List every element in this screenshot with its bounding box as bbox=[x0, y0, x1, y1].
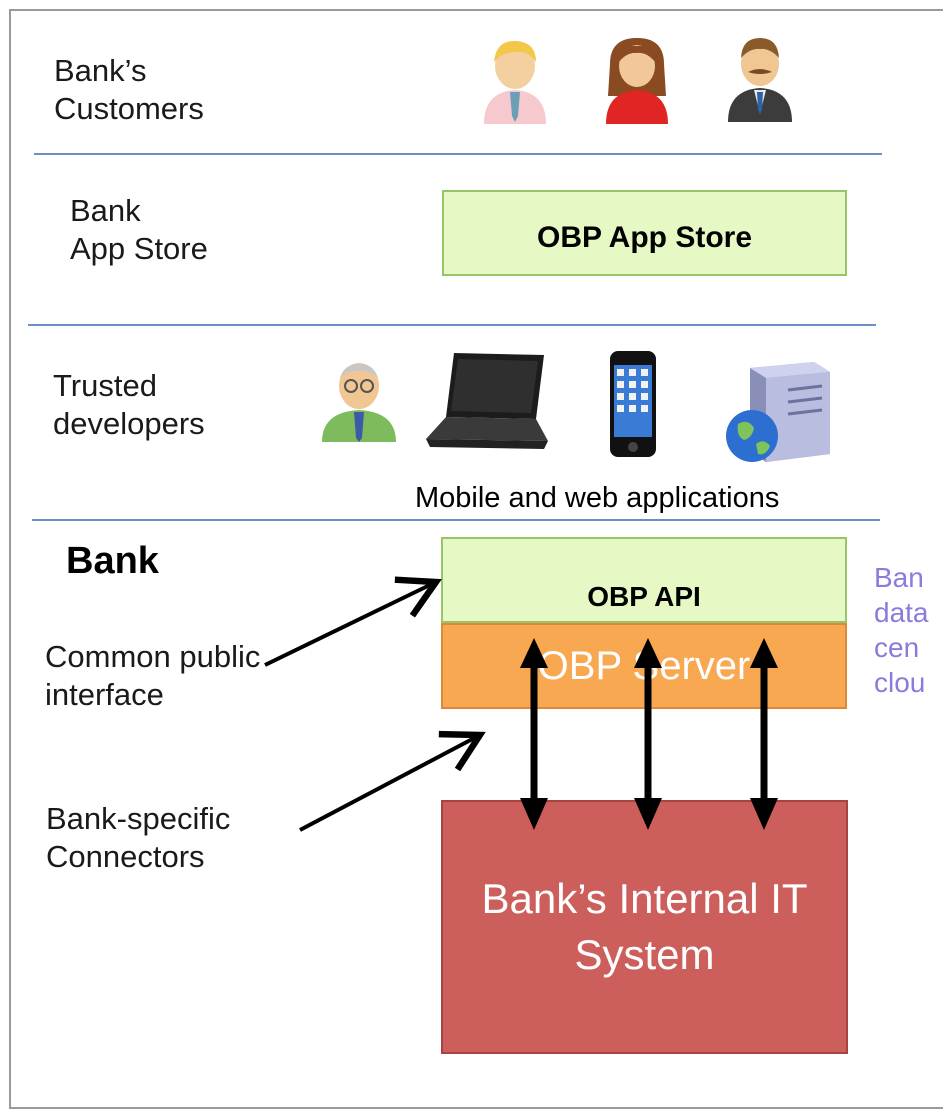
internal-it-system-label: Bank’s Internal IT System bbox=[481, 875, 808, 978]
bank-data-centre-note: Ban data cen clou bbox=[874, 562, 929, 698]
divider-app-store bbox=[28, 324, 876, 326]
internal-it-system-box: Bank’s Internal IT System bbox=[441, 800, 848, 1054]
customer-female-icon bbox=[606, 38, 668, 124]
developers-layer-label: Trusted developers bbox=[53, 368, 205, 441]
connector-arrow-1 bbox=[520, 638, 548, 830]
web-server-icon bbox=[726, 362, 830, 462]
customers-layer-label: Bank’s Customers bbox=[54, 53, 204, 126]
bank-layer-label: Bank bbox=[66, 540, 159, 582]
obp-app-store-label: OBP App Store bbox=[536, 221, 753, 254]
arrows-layer bbox=[264, 576, 778, 832]
obp-api-label: OBP API bbox=[587, 581, 701, 612]
app-store-layer-label: Bank App Store bbox=[70, 193, 208, 266]
bank-specific-connectors-label: Bank-specific Connectors bbox=[46, 801, 231, 874]
obp-app-store-box: OBP App Store bbox=[442, 190, 847, 276]
laptop-icon bbox=[426, 353, 548, 449]
customer-mustache-icon bbox=[728, 38, 792, 122]
divider-customers bbox=[34, 153, 882, 155]
mobile-web-apps-label: Mobile and web applications bbox=[415, 482, 780, 514]
connector-arrow-3 bbox=[750, 638, 778, 830]
divider-developers bbox=[32, 519, 880, 521]
customer-male-icon bbox=[484, 40, 546, 124]
common-public-interface-label: Common public interface bbox=[45, 639, 261, 712]
smartphone-icon bbox=[610, 351, 656, 457]
obp-api-box: OBP API bbox=[441, 537, 847, 623]
connector-arrow-2 bbox=[634, 638, 662, 830]
connectors-arrow bbox=[299, 730, 486, 832]
common-interface-arrow bbox=[264, 576, 442, 667]
developer-icon bbox=[322, 363, 396, 442]
